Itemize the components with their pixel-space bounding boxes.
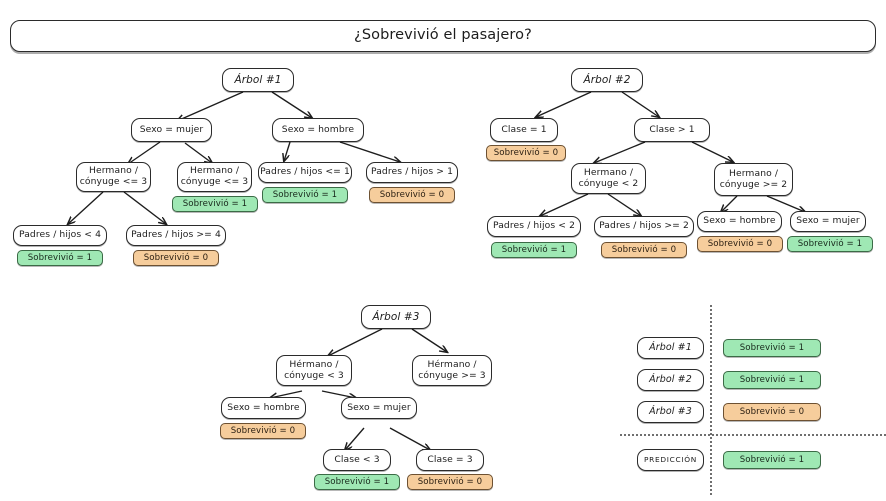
tree-1-sexo-hombre: Sexo = hombre xyxy=(272,118,364,142)
summary-row-tree-2-outcome: Sobrevivió = 1 xyxy=(723,371,821,389)
tree-2-clase-gt1: Clase > 1 xyxy=(634,118,710,142)
tree-2-sexo-hombre-outcome: Sobrevivió = 0 xyxy=(697,236,783,252)
tree-3-root: Árbol #3 xyxy=(361,305,431,329)
tree-1-padres-hijos-ge4: Padres / hijos >= 4 xyxy=(126,225,226,246)
summary-row-tree-1-label: Árbol #1 xyxy=(637,337,704,359)
tree-3-sexo-hombre: Sexo = hombre xyxy=(221,397,306,419)
summary-row-tree-3-outcome: Sobrevivió = 0 xyxy=(723,403,821,421)
page-title: ¿Sobrevivió el pasajero? xyxy=(10,20,876,52)
tree-3-clase-eq3-outcome: Sobrevivió = 0 xyxy=(407,474,493,490)
summary-vertical-divider xyxy=(710,305,712,495)
summary-horizontal-divider xyxy=(620,434,886,436)
prediction-label: PREDICCIÓN xyxy=(637,449,704,471)
tree-1-root: Árbol #1 xyxy=(222,68,294,92)
tree-3-sexo-hombre-outcome: Sobrevivió = 0 xyxy=(220,423,306,439)
tree-2-padres-hijos-ge2: Padres / hijos >= 2 xyxy=(594,216,694,237)
tree-1-hermano-conyuge-le3-a: Hermano / cónyuge <= 3 xyxy=(76,162,151,192)
tree-3-hermano-conyuge-lt3: Hérmano / cónyuge < 3 xyxy=(276,355,352,386)
tree-3-sexo-mujer: Sexo = mujer xyxy=(341,397,417,419)
tree-1-padres-hijos-ge4-outcome: Sobrevivió = 0 xyxy=(133,250,219,266)
tree-2-hermano-conyuge-lt2: Hermano / cónyuge < 2 xyxy=(571,163,646,194)
tree-1-padres-hijos-lt4: Padres / hijos < 4 xyxy=(13,225,107,246)
tree-3-hermano-conyuge-ge3: Hérmano / cónyuge >= 3 xyxy=(412,355,492,386)
tree-2-sexo-hombre: Sexo = hombre xyxy=(697,211,782,232)
tree-1-padres-hijos-le1: Padres / hijos <= 1 xyxy=(258,162,352,183)
tree-1-padres-hijos-gt1: Padres / hijos > 1 xyxy=(366,162,458,183)
tree-1-hermano-conyuge-le3-b-outcome: Sobrevivió = 1 xyxy=(172,196,258,212)
tree-1-padres-hijos-le1-outcome: Sobrevivió = 1 xyxy=(262,187,348,203)
tree-2-sexo-mujer-outcome: Sobrevivió = 1 xyxy=(787,236,873,252)
tree-2-clase-eq1: Clase = 1 xyxy=(490,118,558,142)
tree-1-hermano-conyuge-le3-b: Hermano / cónyuge <= 3 xyxy=(177,162,252,192)
tree-2-padres-hijos-lt2-outcome: Sobrevivió = 1 xyxy=(491,242,577,258)
tree-2-hermano-conyuge-ge2: Hermano / cónyuge >= 2 xyxy=(714,163,793,196)
tree-1-sexo-mujer: Sexo = mujer xyxy=(131,118,212,142)
tree-1-padres-hijos-gt1-outcome: Sobrevivió = 0 xyxy=(369,187,455,203)
tree-2-sexo-mujer: Sexo = mujer xyxy=(790,211,866,232)
tree-3-clase-lt3: Clase < 3 xyxy=(323,449,391,471)
tree-2-padres-hijos-lt2: Padres / hijos < 2 xyxy=(487,216,581,237)
tree-3-clase-eq3: Clase = 3 xyxy=(416,449,484,471)
summary-row-tree-3-label: Árbol #3 xyxy=(637,401,704,423)
summary-row-tree-2-label: Árbol #2 xyxy=(637,369,704,391)
tree-2-padres-hijos-ge2-outcome: Sobrevivió = 0 xyxy=(601,242,687,258)
tree-2-clase-eq1-outcome: Sobrevivió = 0 xyxy=(486,145,566,161)
tree-3-clase-lt3-outcome: Sobrevivió = 1 xyxy=(314,474,400,490)
prediction-outcome: Sobrevivió = 1 xyxy=(723,451,821,469)
tree-1-padres-hijos-lt4-outcome: Sobrevivió = 1 xyxy=(17,250,103,266)
summary-row-tree-1-outcome: Sobrevivió = 1 xyxy=(723,339,821,357)
tree-2-root: Árbol #2 xyxy=(571,68,643,92)
